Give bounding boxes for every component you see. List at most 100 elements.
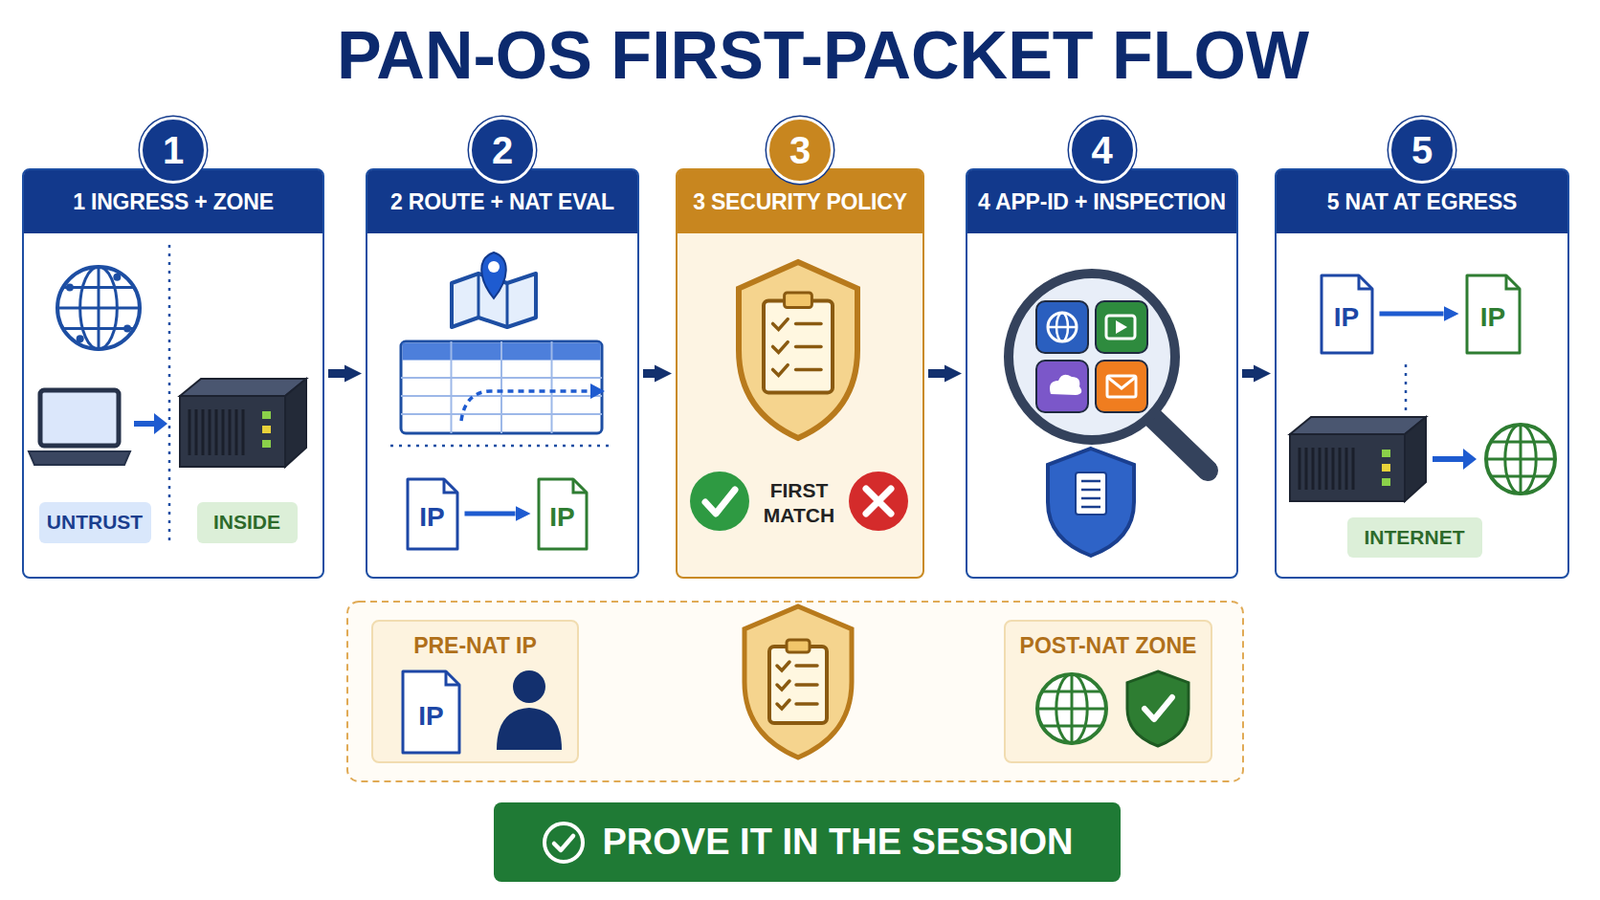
table-column <box>500 341 503 434</box>
internet-globe <box>57 266 140 350</box>
globe-latitude <box>1490 441 1551 445</box>
appliance-side <box>1404 417 1426 502</box>
flow-arrow <box>328 369 345 378</box>
nat-box: POST-NAT ZONE <box>1003 620 1213 764</box>
globe-latitude <box>1042 725 1102 729</box>
list-line <box>796 322 822 327</box>
globe-node <box>76 334 85 343</box>
clipboard-board <box>769 646 827 724</box>
vent-slot <box>242 409 245 456</box>
vent-slot <box>1338 447 1342 490</box>
translation-arrow <box>465 511 516 517</box>
step-badge: 3 <box>766 116 834 184</box>
magnifier-lens <box>1008 273 1176 441</box>
user-icon <box>496 670 562 751</box>
globe-equator <box>1486 458 1556 462</box>
vent-slot <box>228 409 232 456</box>
box-ground <box>372 621 578 763</box>
zone-tag: INTERNET <box>1347 517 1483 558</box>
step-badge: 4 <box>1068 116 1136 184</box>
step-number: 4 <box>1090 131 1112 170</box>
clipboard-board <box>763 300 833 393</box>
vent-slot <box>1305 447 1309 490</box>
vent-slot <box>208 409 212 456</box>
box-heading: POST-NAT ZONE <box>1005 622 1211 660</box>
traffic-arrow <box>133 413 168 435</box>
ip-text: IP <box>418 693 444 733</box>
step-panel: 55 NAT AT EGRESSIPIPINTERNET <box>1274 168 1570 579</box>
inspection-shield <box>1047 448 1134 556</box>
laptop-screen <box>40 390 119 446</box>
vent-slot <box>195 409 199 456</box>
vent-slot <box>1318 447 1322 490</box>
laptop-base <box>28 451 131 466</box>
arrow-shaft <box>1432 456 1466 463</box>
globe-node <box>123 325 132 334</box>
document-outline <box>538 479 587 550</box>
document-outline <box>1321 275 1373 354</box>
clipboard-clip <box>784 292 813 309</box>
step-panel: 33 SECURITY POLICY <box>675 168 925 579</box>
list-line <box>796 702 818 707</box>
check-mark <box>777 681 790 690</box>
app-tile <box>1095 360 1148 413</box>
check-mark <box>773 342 789 354</box>
report-line <box>1081 488 1101 492</box>
globe-node <box>66 284 74 292</box>
step-number: 3 <box>789 131 811 170</box>
vent-slot <box>1352 447 1356 490</box>
vent-slot <box>222 409 225 456</box>
internet-globe <box>1486 424 1556 494</box>
web-glyph <box>1047 326 1077 330</box>
deny-icon <box>848 471 909 532</box>
status-led <box>262 440 271 448</box>
verified-check <box>1144 697 1173 720</box>
dashed-group-frame <box>347 601 1244 782</box>
deny-circle <box>848 471 909 532</box>
appliance-side <box>285 378 307 467</box>
magnifier-handle <box>1151 416 1208 471</box>
document-fold <box>445 671 460 686</box>
globe-outline <box>1486 424 1556 494</box>
list-line <box>796 683 818 688</box>
check-icon <box>541 821 586 866</box>
table-frame <box>400 341 602 434</box>
step-heading: 5 NAT AT EGRESS <box>1327 189 1518 216</box>
globe-node <box>112 273 121 282</box>
ip-document: IP <box>1465 273 1522 356</box>
zone-tag: UNTRUST <box>39 502 152 544</box>
magnifier-icon <box>1008 273 1208 471</box>
vent-slot <box>215 409 219 456</box>
globe-outline <box>57 266 140 350</box>
box-heading: PRE-NAT IP <box>373 622 578 660</box>
nat-box: PRE-NAT IP IP <box>371 620 579 764</box>
report-line <box>1081 480 1101 484</box>
app-tile <box>1095 301 1148 354</box>
appliance-front <box>179 396 286 467</box>
step-number: 5 <box>1411 131 1433 170</box>
zone-divider <box>168 244 172 541</box>
zone-tag: INSIDE <box>197 502 298 544</box>
ip-text: IP <box>549 494 575 534</box>
vent-slot <box>188 409 192 456</box>
ip-document: IP <box>405 477 460 552</box>
list-line <box>796 345 822 350</box>
check-mark <box>777 662 790 671</box>
app-tile <box>1036 301 1089 354</box>
allow-check <box>705 489 735 514</box>
video-glyph <box>1115 320 1128 334</box>
step-heading: 1 INGRESS + ZONE <box>72 189 274 216</box>
map-fold <box>477 273 481 318</box>
map-fold <box>506 283 510 328</box>
table-column <box>551 341 554 434</box>
laptop-icon <box>28 390 131 466</box>
status-led <box>1381 464 1391 472</box>
step-badge: 5 <box>1388 116 1456 184</box>
zone-name: UNTRUST <box>46 511 143 534</box>
web-glyph <box>1047 312 1077 342</box>
step-heading: 4 APP-ID + INSPECTION <box>977 189 1226 216</box>
box-ground <box>1004 621 1212 763</box>
arrow-head <box>154 413 168 435</box>
ip-text: IP <box>1333 294 1359 334</box>
